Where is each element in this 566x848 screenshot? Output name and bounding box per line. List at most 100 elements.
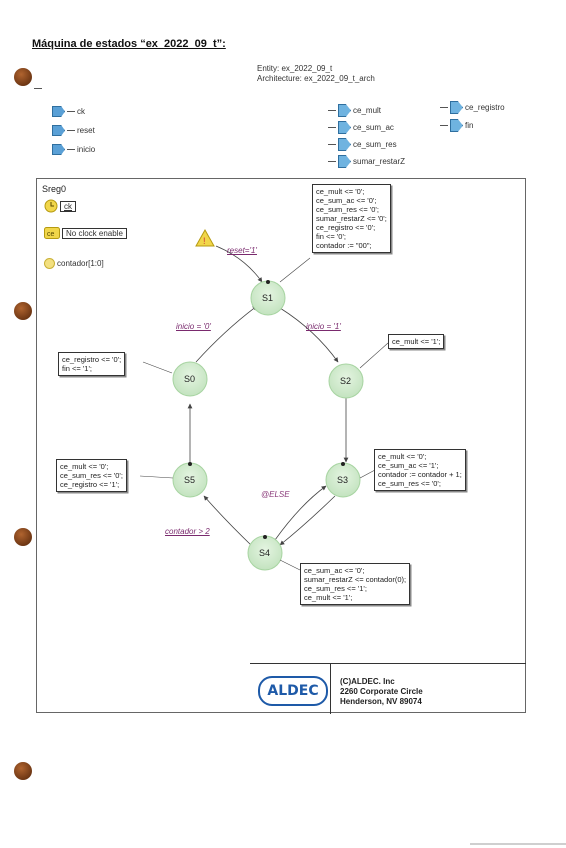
state-s3[interactable]: S3 [325, 462, 361, 498]
input-pin-icon [52, 125, 65, 136]
state-label: S5 [184, 475, 195, 485]
lead-line [440, 107, 448, 108]
scan-edge-line [470, 843, 566, 845]
input-pin-icon [52, 144, 65, 155]
s4-actions: ce_sum_ac <= '0'; sumar_restarZ <= conta… [300, 563, 411, 605]
state-s4[interactable]: S4 [247, 535, 283, 571]
output-port-fin[interactable]: fin [440, 119, 473, 132]
clock-signal-label: ck [60, 200, 76, 212]
lead-line [328, 161, 336, 162]
title-block-line [250, 663, 526, 664]
state-s0[interactable]: S0 [172, 361, 208, 397]
input-port-inicio[interactable]: inicio [52, 144, 95, 155]
state-label: S2 [340, 376, 351, 386]
frame-bottom-line [36, 712, 526, 713]
output-port-ce-sum-res[interactable]: ce_sum_res [328, 138, 397, 151]
state-s5[interactable]: S5 [172, 462, 208, 498]
variable-label: contador[1:0] [57, 259, 104, 268]
state-label: S4 [259, 548, 270, 558]
connector-line [139, 475, 174, 479]
connector-line [359, 342, 389, 369]
s2-actions: ce_mult <= '1'; [388, 334, 445, 349]
output-pin-icon [338, 121, 351, 134]
output-pin-icon [338, 138, 351, 151]
port-label: ck [77, 107, 85, 116]
condition-contador: contador > 2 [165, 527, 210, 536]
binder-hole-icon [14, 528, 32, 546]
connector-line [279, 559, 301, 571]
output-pin-icon [450, 101, 463, 114]
clock-enable[interactable]: ce No clock enable [44, 227, 127, 239]
lead-line [67, 130, 75, 131]
lead-line [328, 127, 336, 128]
lead-line [67, 111, 75, 112]
output-pin-icon [338, 104, 351, 117]
connector-line [359, 469, 376, 479]
port-label: ce_registro [465, 103, 505, 112]
output-pin-icon [450, 119, 463, 132]
architecture-name: Architecture: ex_2022_09_t_arch [257, 74, 375, 83]
entity-name: Entity: ex_2022_09_t [257, 64, 333, 73]
condition-inicio-1: inicio = '1' [306, 322, 341, 331]
state-s1[interactable]: S1 [250, 280, 286, 316]
binder-hole-icon [14, 68, 32, 86]
aldec-logo: ALDEC [258, 676, 328, 706]
lead-line [440, 125, 448, 126]
connector-line [142, 361, 173, 374]
output-port-ce-sum-ac[interactable]: ce_sum_ac [328, 121, 394, 134]
company-name: (C)ALDEC. Inc [340, 677, 395, 686]
reset-warning-icon: ! [195, 228, 215, 247]
entity-info: Entity: ex_2022_09_t Architecture: ex_20… [257, 64, 375, 84]
reset-actions: ce_mult <= '0'; ce_sum_ac <= '0'; ce_sum… [312, 184, 391, 253]
variable-icon [44, 258, 55, 269]
page-title: Máquina de estados “ex_2022_09_t”: [32, 38, 226, 50]
company-address-2: Henderson, NV 89074 [340, 697, 422, 706]
transition-s4-s3-else [274, 485, 327, 541]
port-label: fin [465, 121, 474, 130]
output-port-sumar-restarz[interactable]: sumar_restarZ [328, 155, 405, 168]
s3-actions: ce_mult <= '0'; ce_sum_ac <= '1'; contad… [374, 449, 466, 491]
binder-hole-icon [14, 762, 32, 780]
clock-signal[interactable]: ck [44, 199, 76, 213]
output-port-ce-registro[interactable]: ce_registro [440, 101, 505, 114]
clock-enable-icon: ce [44, 227, 60, 239]
transition-s1-s2 [279, 307, 339, 363]
connector-line [279, 257, 311, 283]
lead-line [328, 110, 336, 111]
s0-actions: ce_registro <= '0'; fin <= '1'; [58, 352, 126, 376]
lead-line [328, 144, 336, 145]
state-label: S1 [262, 293, 273, 303]
transition-s0-s1 [195, 305, 258, 363]
condition-inicio-0: inicio = '0' [176, 322, 211, 331]
clock-icon [44, 199, 58, 213]
output-pin-icon [338, 155, 351, 168]
state-label: S3 [337, 475, 348, 485]
input-port-ck[interactable]: ck [52, 106, 85, 117]
input-pin-icon [52, 106, 65, 117]
sreg-name: Sreg0 [42, 184, 67, 194]
input-port-reset[interactable]: reset [52, 125, 95, 136]
title-block-divider [330, 664, 331, 714]
company-info: (C)ALDEC. Inc 2260 Corporate Circle Hend… [340, 677, 423, 707]
clock-enable-label: No clock enable [62, 227, 127, 239]
s5-actions: ce_mult <= '0'; ce_sum_res <= '0'; ce_re… [56, 459, 127, 492]
port-label: ce_mult [353, 106, 382, 115]
transition-s4-s5 [203, 495, 253, 547]
condition-reset: reset='1' [227, 246, 257, 255]
transition-s3-s4 [279, 495, 336, 546]
transition-reset [215, 245, 263, 283]
svg-text:ce: ce [47, 231, 55, 238]
state-label: S0 [184, 374, 195, 384]
diagram-frame [36, 178, 526, 713]
port-label: ce_sum_ac [353, 123, 394, 132]
svg-text:!: ! [203, 236, 206, 246]
condition-else: @ELSE [261, 490, 290, 499]
output-port-ce-mult[interactable]: ce_mult [328, 104, 381, 117]
company-address-1: 2260 Corporate Circle [340, 687, 423, 696]
binder-hole-icon [14, 302, 32, 320]
state-s2[interactable]: S2 [328, 363, 364, 399]
port-label: reset [77, 126, 95, 135]
port-label: ce_sum_res [353, 140, 397, 149]
variable[interactable]: contador[1:0] [44, 258, 104, 269]
